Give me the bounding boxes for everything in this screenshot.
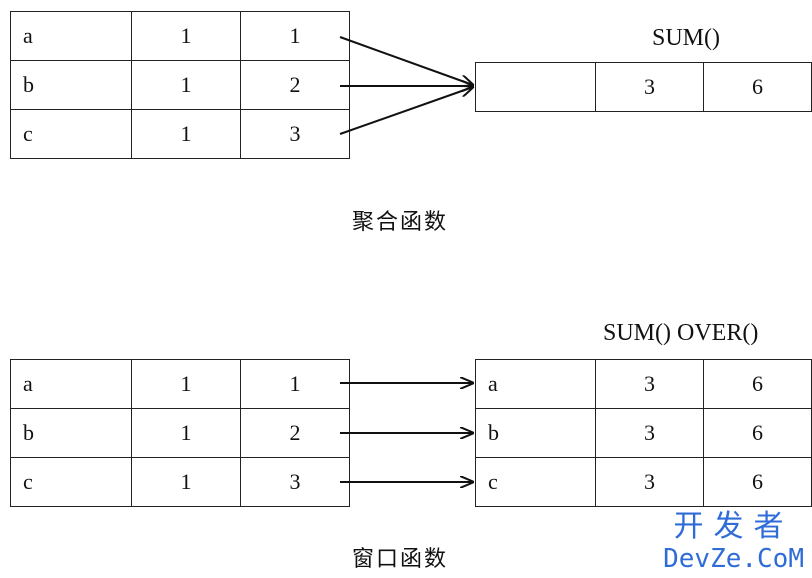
table-cell: 6	[703, 408, 812, 458]
aggregate-arrow-row-c	[339, 87, 473, 135]
table-cell: 1	[131, 457, 241, 507]
table-cell: 1	[131, 109, 241, 159]
table-cell: 6	[702, 62, 812, 112]
table-cell: 6	[703, 359, 812, 409]
table-cell: a	[10, 359, 132, 409]
aggregate-output-table: 3 6	[475, 62, 812, 112]
table-cell: b	[10, 408, 132, 458]
aggregate-caption: 聚合函数	[352, 210, 449, 235]
table-row: c 3 6	[475, 457, 812, 507]
aggregate-arrow-row-a	[339, 36, 473, 85]
watermark-line1: 开发者	[673, 509, 794, 544]
table-cell: b	[475, 408, 596, 458]
table-row: 3 6	[475, 62, 812, 112]
window-caption: 窗口函数	[352, 547, 449, 572]
table-cell: 3	[240, 457, 350, 507]
window-function-label: SUM() OVER()	[603, 320, 759, 346]
table-row: a 3 6	[475, 359, 812, 409]
watermark-line2: DevZe.CoM	[663, 544, 804, 574]
table-cell: c	[475, 457, 596, 507]
table-cell: 3	[595, 408, 704, 458]
table-cell: 3	[240, 109, 350, 159]
table-cell: c	[10, 457, 132, 507]
aggregate-function-label: SUM()	[652, 25, 721, 51]
table-cell: 3	[595, 457, 704, 507]
window-output-table: a 3 6 b 3 6 c 3 6	[475, 359, 812, 507]
site-watermark: 开发者 DevZe.CoM	[663, 509, 804, 575]
table-row: c 1 3	[10, 109, 350, 159]
table-cell	[475, 62, 596, 112]
table-cell: c	[10, 109, 132, 159]
table-cell: 1	[131, 60, 241, 110]
table-row: b 1 2	[10, 60, 350, 110]
aggregate-input-table: a 1 1 b 1 2 c 1 3	[10, 11, 350, 159]
table-cell: a	[475, 359, 596, 409]
table-cell: 3	[594, 62, 704, 112]
table-row: a 1 1	[10, 11, 350, 61]
table-row: b 3 6	[475, 408, 812, 458]
table-cell: 2	[240, 60, 350, 110]
table-cell: 6	[703, 457, 812, 507]
table-row: c 1 3	[10, 457, 350, 507]
table-cell: a	[10, 11, 132, 61]
